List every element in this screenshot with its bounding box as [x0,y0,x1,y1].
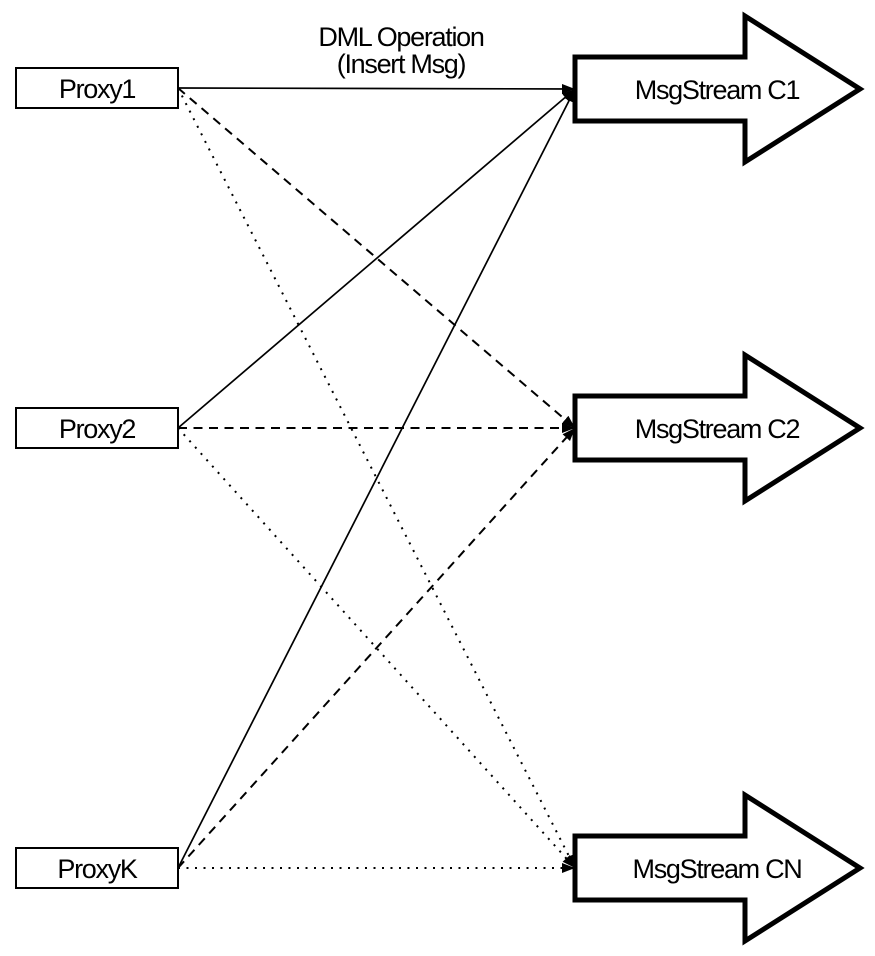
msgstream-label-c1: MsgStream C1 [635,75,800,105]
proxy-label-proxy2: Proxy2 [59,414,136,444]
msgstream-arrow-cn [572,790,865,946]
msgstream-label-cn: MsgStream CN [633,854,802,884]
dml-operation-note-line1: DML Operation [318,22,483,52]
edge-proxyK-to-c2-dashed [177,427,576,869]
proxy-box-proxyK [15,847,179,889]
edge-proxyK-to-c1-solid [177,88,576,869]
edges-layer [177,83,576,873]
dml-operation-note: DML Operation (Insert Msg) [318,22,485,79]
edge-proxy1-to-c2-dashed [177,87,576,429]
proxy-box-proxy2 [15,407,179,449]
dml-operation-note-line2: (Insert Msg) [337,49,466,79]
msgstream-arrow-c1 [572,11,865,167]
msgstream-arrows-layer: MsgStream C1 MsgStream C2 MsgStream CN [572,11,865,946]
msgstream-label-c2: MsgStream C2 [635,414,800,444]
edge-proxy1-to-c1-solid [177,83,576,94]
edge-proxy2-to-cn-dotted [177,427,576,869]
msgstream-arrow-c2 [572,350,865,506]
edge-proxy2-to-c1-solid [177,88,576,429]
proxy-label-proxy1: Proxy1 [59,74,136,104]
proxy-label-proxyK: ProxyK [57,854,138,884]
edge-proxy1-to-cn-dotted [177,87,576,869]
proxy-box-proxy1 [15,67,179,109]
